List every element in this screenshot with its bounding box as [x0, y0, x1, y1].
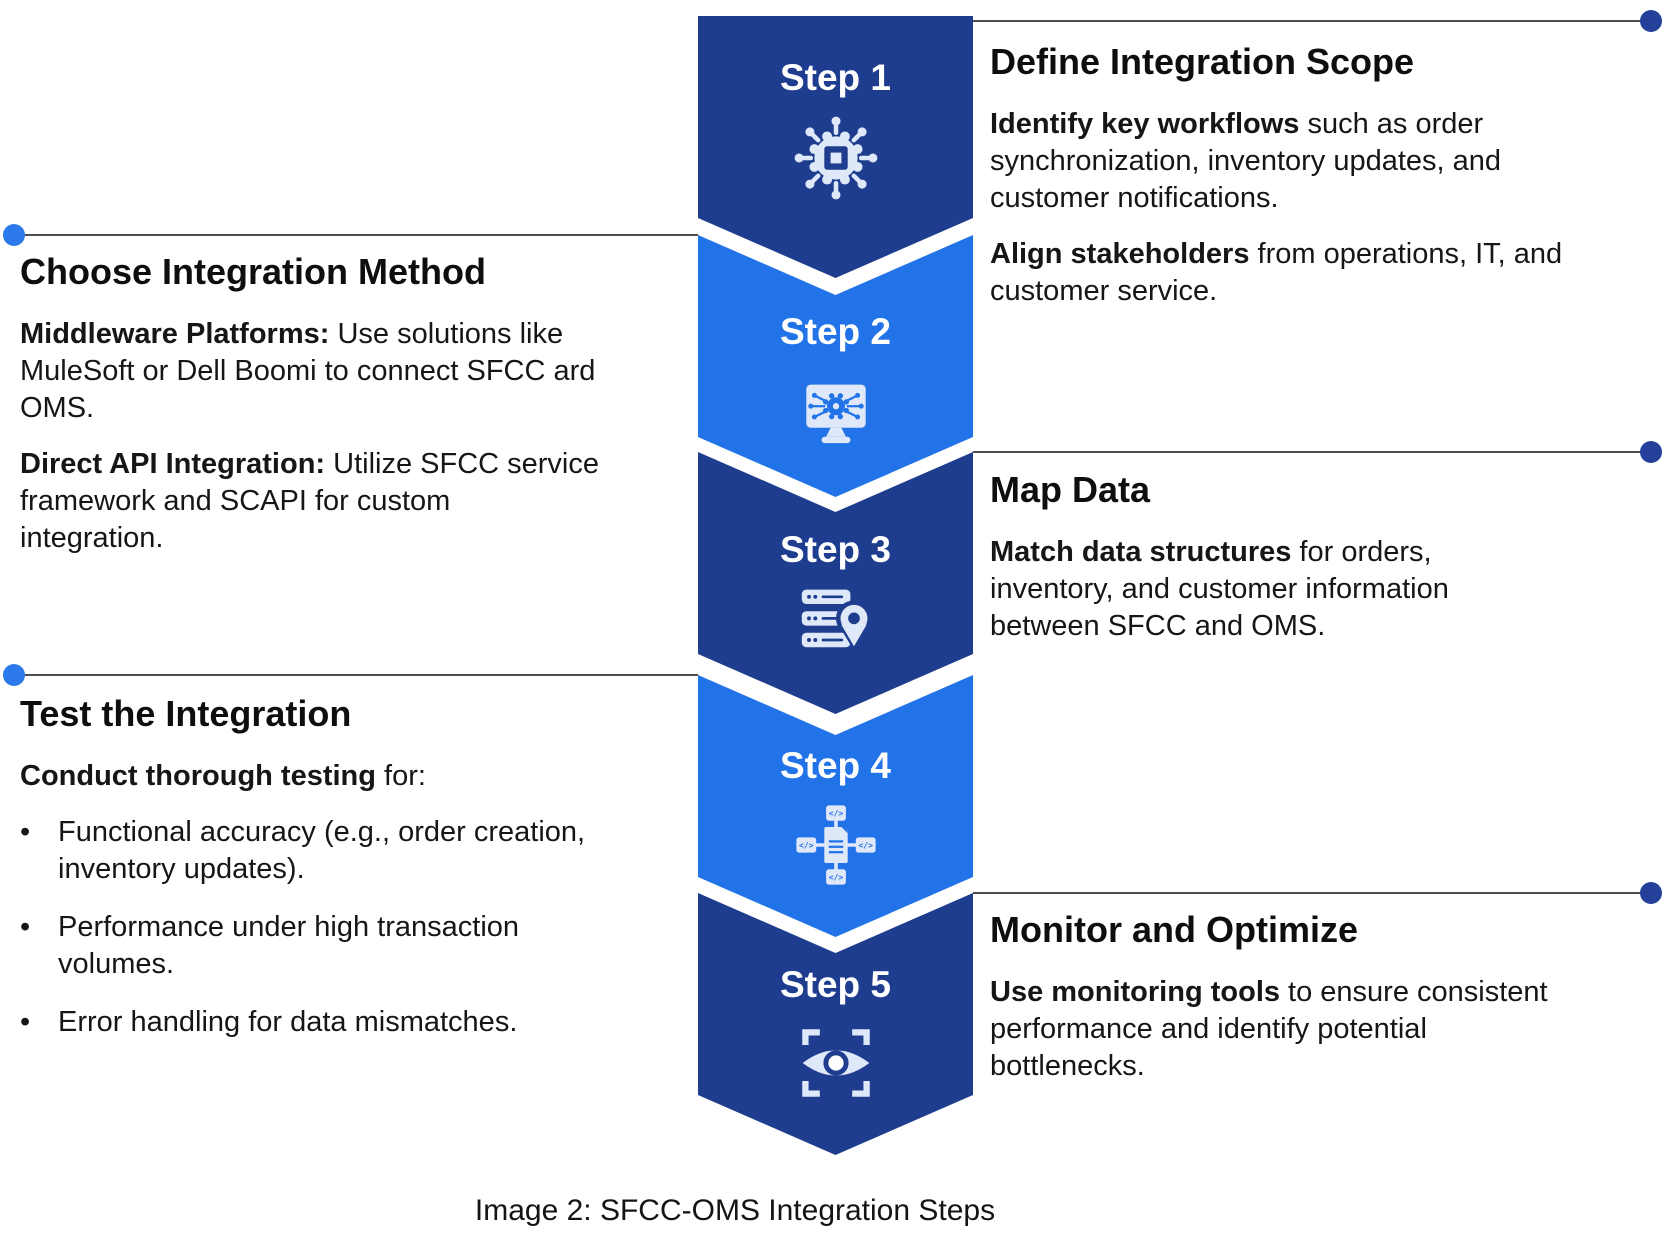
bullet-item: • Performance under high transaction volu…: [20, 909, 670, 983]
step-4-bullet-list: • Functional accuracy (e.g., order creati…: [20, 814, 670, 1041]
step-5-paragraph-1: Use monitoring tools to ensure consisten…: [990, 974, 1590, 1085]
step-5-text-block: Monitor and Optimize Use monitoring tool…: [990, 908, 1590, 1104]
code-glyph-left: </>: [799, 840, 814, 850]
chevron-step-3: [698, 452, 973, 714]
step-4-text-block: Test the Integration Conduct thorough te…: [20, 692, 670, 1062]
step-5-paragraph-1-body: to ensure consistent performance and ide…: [990, 976, 1548, 1082]
connector-dot-step-5: [1640, 882, 1662, 904]
step-2-paragraph-1-body: Use solutions like MuleSoft or Dell Boom…: [20, 318, 596, 424]
connector-dot-step-1: [1640, 10, 1662, 32]
server-location-pin-icon: [801, 589, 872, 651]
step-1-paragraph-1-body: such as order synchronization, inventory…: [990, 108, 1502, 214]
step-2-paragraph-1: Middleware Platforms: Use solutions like…: [20, 316, 670, 427]
connector-line-step-1: [973, 20, 1645, 22]
bullet-marker: •: [20, 911, 31, 943]
figure-caption: Image 2: SFCC-OMS Integration Steps: [474, 1194, 996, 1227]
chevron-step-5: [698, 893, 973, 1155]
step-2-paragraph-2-lead: Direct API Integration:: [20, 448, 326, 480]
gear-chip-network-icon: [794, 116, 877, 200]
step-2-paragraph-2: Direct API Integration: Utilize SFCC ser…: [20, 446, 670, 557]
code-document-network-icon: </> </> </> </>: [795, 805, 876, 885]
step-4-paragraph-1-body: for:: [376, 760, 426, 792]
connector-dot-step-3: [1640, 441, 1662, 463]
bullet-marker: •: [20, 1006, 31, 1038]
step-5-paragraph-1-lead: Use monitoring tools: [990, 976, 1280, 1008]
step-1-title: Define Integration Scope: [990, 41, 1415, 82]
step-1-paragraph-2-lead: Align stakeholders: [990, 238, 1250, 270]
chevron-step-2: [698, 235, 973, 497]
connector-dot-step-2: [3, 224, 25, 246]
step-2-paragraph-2-body: Utilize SFCC service framework and SCAPI…: [20, 448, 600, 554]
step-1-text-block: Define Integration Scope Identify key wo…: [990, 40, 1590, 329]
code-glyph-right: </>: [858, 840, 873, 850]
bullet-text: Functional accuracy (e.g., order creatio…: [58, 816, 586, 885]
bullet-item: • Error handling for data mismatches.: [20, 1004, 670, 1041]
step-3-text-block: Map Data Match data structures for order…: [990, 468, 1590, 664]
connector-dot-step-4: [3, 664, 25, 686]
bullet-text: Error handling for data mismatches.: [58, 1006, 518, 1038]
code-glyph-bottom: </>: [828, 872, 843, 882]
step-3-paragraph-1-body: for orders, inventory, and customer info…: [990, 536, 1449, 642]
step-5-label: Step 5: [779, 964, 892, 1005]
connector-line-step-3: [973, 451, 1645, 453]
step-1-paragraph-1: Identify key workflows such as order syn…: [990, 106, 1590, 217]
connector-line-step-4: [14, 674, 698, 676]
step-4-title: Test the Integration: [20, 693, 352, 734]
step-1-label: Step 1: [779, 57, 892, 98]
step-1-paragraph-1-lead: Identify key workflows: [990, 108, 1300, 140]
chevron-flow: Step 1 Step 2 Step 3 Step 4 Step 5: [698, 16, 973, 1161]
step-2-paragraph-1-lead: Middleware Platforms:: [20, 318, 330, 350]
monitor-gear-network-icon: [805, 384, 866, 444]
code-glyph-top: </>: [828, 808, 843, 818]
connector-line-step-2: [14, 234, 698, 236]
step-1-paragraph-2-body: from operations, IT, and customer servic…: [990, 238, 1563, 307]
step-5-title: Monitor and Optimize: [990, 909, 1358, 950]
connector-line-step-5: [973, 892, 1645, 894]
bullet-text: Performance under high transaction volum…: [58, 911, 520, 980]
eye-scan-icon: [801, 1029, 870, 1097]
step-4-paragraph-1: Conduct thorough testing for:: [20, 758, 670, 795]
step-3-paragraph-1: Match data structures for orders, invent…: [990, 534, 1590, 645]
step-2-text-block: Choose Integration Method Middleware Pla…: [20, 250, 670, 576]
step-3-title: Map Data: [990, 469, 1151, 510]
step-2-label: Step 2: [779, 311, 892, 352]
step-3-paragraph-1-lead: Match data structures: [990, 536, 1292, 568]
bullet-item: • Functional accuracy (e.g., order creati…: [20, 814, 670, 888]
bullet-marker: •: [20, 816, 31, 848]
step-4-paragraph-1-lead: Conduct thorough testing: [20, 760, 376, 792]
step-4-label: Step 4: [779, 745, 892, 786]
step-1-paragraph-2: Align stakeholders from operations, IT, …: [990, 236, 1590, 310]
step-3-label: Step 3: [779, 529, 892, 570]
step-2-title: Choose Integration Method: [20, 251, 486, 292]
